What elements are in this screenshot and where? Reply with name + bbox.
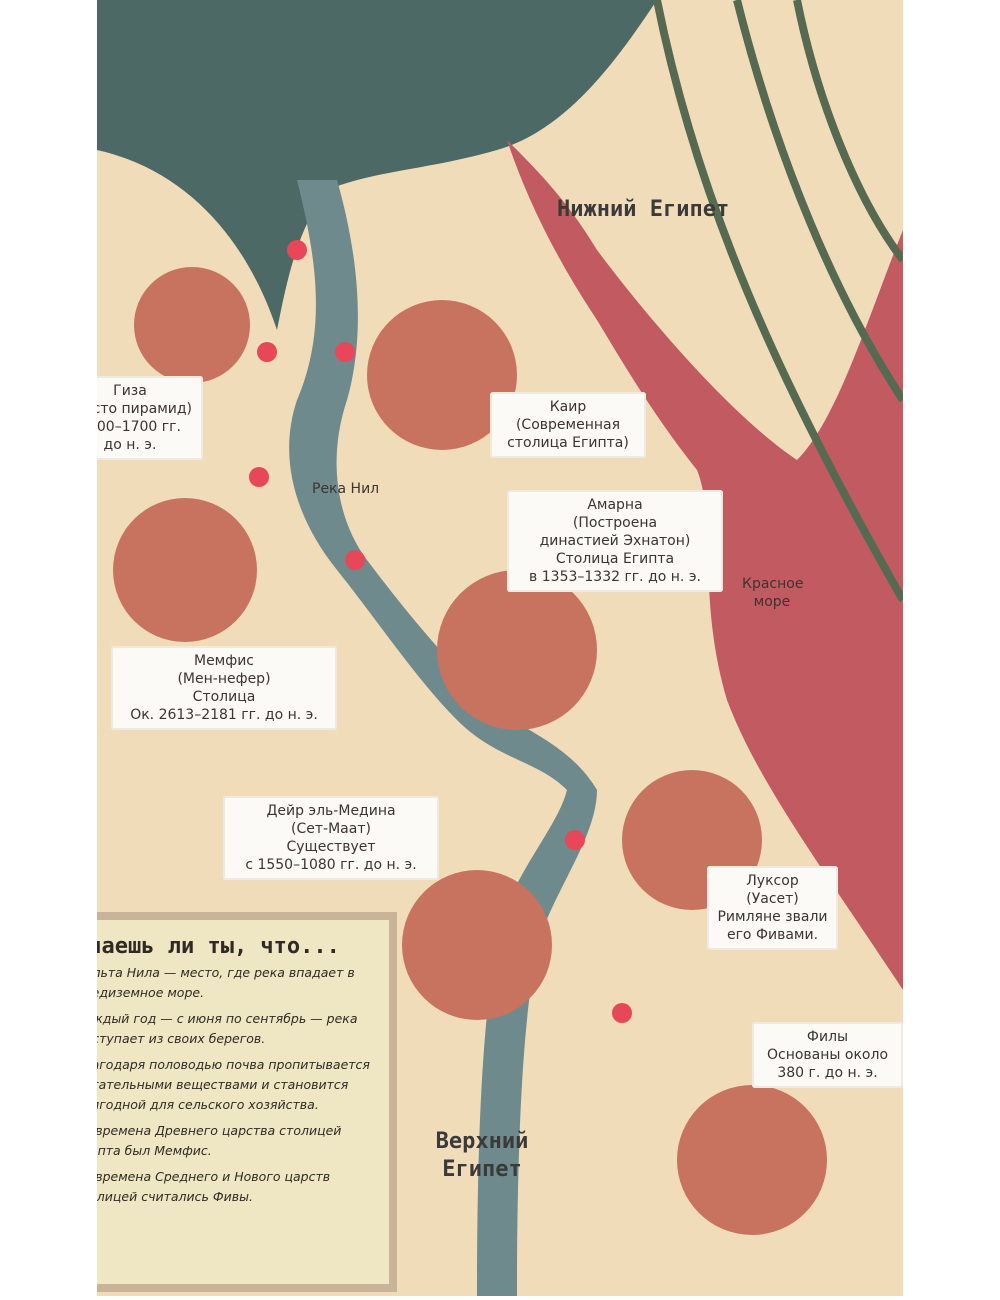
place-luxor: Луксор (Уасет) Римляне звали его Фивами.: [707, 866, 838, 950]
palm-trees: [653, 0, 903, 602]
illustration-circles: [113, 267, 827, 1235]
nile-river: [289, 180, 597, 1296]
place-philae: Филы Основаны около 380 г. до н. э.: [752, 1022, 903, 1088]
region-upper-egypt: Верхний Египет: [435, 1129, 529, 1182]
place-line: до н. э.: [103, 437, 157, 453]
fact-item: Каждый год — с июня по сентябрь — река в…: [97, 1011, 358, 1046]
place-line: (Современная: [515, 417, 621, 433]
label-red-sea: Красное море: [742, 576, 804, 610]
egypt-map: Нижний Египет Верхний Египет Река Нил Кр…: [97, 0, 903, 1296]
place-giza: Гиза (место пирамид) 2700–1700 гг. до н.…: [97, 376, 203, 460]
place-line: (Построена: [572, 515, 658, 531]
place-name: Луксор: [746, 873, 799, 889]
place-line: Ок. 2613–2181 гг. до н. э.: [130, 707, 318, 723]
place-amarna: Амарна (Построена династией Эхнатон) Сто…: [507, 490, 723, 592]
mediterranean-sea: [97, 0, 657, 330]
place-line: 380 г. до н. э.: [777, 1065, 878, 1081]
place-line: 2700–1700 гг.: [97, 419, 181, 435]
place-name: Филы: [806, 1029, 849, 1045]
place-line: с 1550–1080 гг. до н. э.: [245, 857, 417, 873]
facts-title: Знаешь ли ты, что...: [97, 934, 340, 959]
red-sea: [507, 140, 903, 990]
place-name: Гиза: [113, 383, 147, 399]
fact-item: Во времена Древнего царства столицей Еги…: [97, 1123, 342, 1158]
did-you-know-box: Знаешь ли ты, что... Дельта Нила — место…: [97, 912, 397, 1292]
place-line: династией Эхнатон): [539, 533, 691, 549]
region-lower-egypt: Нижний Египет: [557, 197, 730, 222]
place-cairo: Каир (Современная столица Египта): [490, 392, 646, 458]
place-line: Римляне звали: [717, 909, 828, 925]
place-deir-el-medina: Дейр эль-Медина (Сет-Маат) Существует с …: [223, 796, 439, 880]
place-line: (место пирамид): [97, 401, 193, 417]
fact-item: Во времена Среднего и Нового царств стол…: [97, 1169, 331, 1204]
place-line: (Уасет): [746, 891, 799, 907]
place-memphis: Мемфис (Мен-нефер) Столица Ок. 2613–2181…: [111, 646, 337, 730]
place-line: (Мен-нефер): [177, 671, 271, 687]
place-line: (Сет-Маат): [291, 821, 371, 837]
place-line: столица Египта): [507, 435, 629, 451]
place-line: Столица Египта: [555, 551, 675, 567]
place-line: его Фивами.: [726, 927, 819, 943]
place-name: Мемфис: [193, 653, 255, 669]
place-line: Основаны около: [766, 1047, 889, 1063]
map-illustration: [97, 0, 903, 1296]
label-nile-river: Река Нил: [312, 481, 380, 497]
fact-item: Дельта Нила — место, где река впадает в …: [97, 965, 355, 1000]
place-name: Дейр эль-Медина: [266, 803, 396, 819]
city-markers: [249, 240, 632, 1023]
fact-item: Благодаря половодью почва пропитывается …: [97, 1057, 370, 1112]
place-name: Каир: [549, 399, 587, 415]
place-name: Амарна: [587, 497, 643, 513]
place-line: в 1353–1332 гг. до н. э.: [529, 569, 701, 585]
place-line: Существует: [286, 839, 376, 855]
place-line: Столица: [192, 689, 256, 705]
